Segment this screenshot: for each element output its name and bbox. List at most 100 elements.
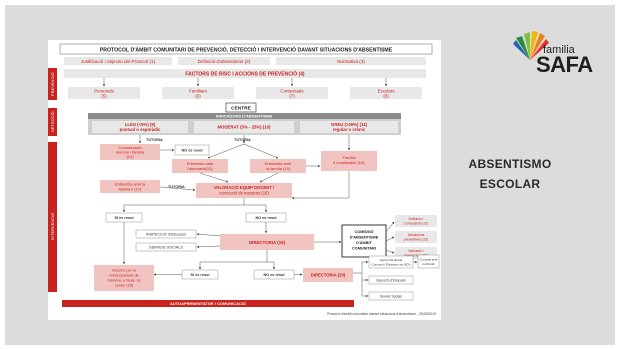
comissio-definicio-box <box>395 215 437 227</box>
serveis-socials-label: SERVEIS SOCIALS <box>149 246 183 250</box>
tutoria-label-3: TUTORIA <box>168 185 185 189</box>
factor-escolars-box <box>350 87 422 99</box>
directoria-20-box <box>303 268 353 282</box>
level-lleu-line2: puntual o esporàdic <box>120 127 161 132</box>
factors-title: FACTORS DE RISC I ACCIONS DE PREVENCIÓ (… <box>185 70 305 78</box>
safa-logo: familia SAFA <box>506 26 602 84</box>
protocol-title: PROTOCOL D'ÀMBIT COMUNITARI DE PREVENCIÓ… <box>100 46 393 54</box>
si-es-resol-label-1: SI es resol <box>115 216 134 220</box>
comissio-actuacions-line1: Actuacions <box>408 233 425 237</box>
comunicacio-box <box>100 144 160 160</box>
entrevista-familia-box <box>250 159 306 173</box>
factor-familiars-box <box>162 87 234 99</box>
accions-line2: reincorporació de <box>109 274 138 278</box>
comissio-line4: COMUNITARI <box>352 247 376 251</box>
protocol-footer: Protocol d'àmbit comunitari davant situa… <box>327 312 436 316</box>
no-es-resol-label-2: NO es resol <box>255 216 276 220</box>
level-greu-line1: GREU (>25%) (11) <box>331 122 368 127</box>
entrevista-familia-line1: Entrevista amb <box>265 161 292 166</box>
centre-box <box>225 102 257 113</box>
comissio-line3: D'ÀMBIT <box>356 240 372 245</box>
autoaprenentatge-bar <box>62 300 354 307</box>
factor-familiars-label: Familiars <box>189 89 208 94</box>
protocol-title-box <box>59 43 433 55</box>
inspeccio-educacio-label: Inspecció d'Educació <box>376 278 406 282</box>
logo-safa-text: SAFA <box>536 52 593 77</box>
heading-line1: ABSENTISMO <box>468 157 552 171</box>
si-es-resol-label-2: SI es resol <box>191 273 210 277</box>
serveis-socials-2-box <box>368 291 414 301</box>
side-prevencio-label: PREVENCIÓ <box>50 72 55 96</box>
comissio-definicio-line1: Definició / <box>409 217 424 221</box>
factor-contextuals-num: (7) <box>289 94 295 99</box>
comissio-valoracio-line2: Intervenció (23) <box>404 254 428 258</box>
side-deteccio-bar <box>48 108 57 136</box>
indicadors-label: INDICADORS D'ABSENTISME <box>216 114 273 119</box>
valoracio-box <box>196 183 292 198</box>
familia-localitzable-line1: Família <box>342 155 356 160</box>
accions-box <box>94 265 154 291</box>
definicio-box <box>178 57 270 65</box>
no-es-resol-label-1: NO es resol <box>181 149 202 153</box>
side-deteccio-label: DETECCIÓ <box>50 111 55 132</box>
comunicacio-line2: alumne i família <box>116 150 145 155</box>
factor-escolars-label: Escolars <box>378 89 396 94</box>
flowchart-canvas: PROTOCOL D'ÀMBIT COMUNITARI DE PREVENCIÓ… <box>48 43 440 316</box>
logo-fan-icon <box>513 31 549 60</box>
normativa-label: Normativa (3) <box>337 59 365 64</box>
accions-line3: l'alumne a l'aula i al <box>108 279 141 283</box>
factor-personals-label: Personals <box>94 89 114 94</box>
entrevista-familia2-line1: Entrevista amb la <box>115 182 146 187</box>
slide-heading: ABSENTISMO ESCOLAR <box>448 154 572 194</box>
entrevista-alumne-line2: l'alumne/a(13) <box>187 166 213 171</box>
comissio-actuacions-line2: preventives (22) <box>404 238 428 242</box>
justificacio-box <box>64 57 172 65</box>
level-lleu-box <box>92 121 188 133</box>
entrevista-familia2-box <box>100 180 160 193</box>
comissio-line1: COMISSIÓ <box>355 229 374 234</box>
factor-personals-num: (5) <box>101 94 107 99</box>
consulta-dgaia-box <box>417 254 440 269</box>
factors-box <box>64 69 426 78</box>
normativa-box <box>276 57 426 65</box>
entrevista-familia2-line2: família II (17) <box>119 187 142 192</box>
entrevista-familia-line2: la família (14) <box>266 166 291 171</box>
servei-territorial-line1: Servei Territorial <box>380 258 403 262</box>
level-moderat-box <box>194 121 294 133</box>
side-intervencio-label: INTERVENCIÓ <box>50 213 55 240</box>
entrevista-alumne-line1: Entrevista amb <box>187 161 214 166</box>
familia-localitzable-box <box>321 151 377 171</box>
valoracio-line1: VALORACIÓ EQUIP DOCENT / <box>214 185 275 190</box>
consulta-dgaia-line1: Consulta amb <box>420 258 438 262</box>
justificacio-label: Justificació i objectiu del Protocol (1) <box>81 59 156 64</box>
side-prevencio-bar <box>48 68 57 100</box>
factor-personals-box <box>68 87 140 99</box>
servei-territorial-line2: Consorci i Educació de BCN <box>371 263 410 267</box>
tutoria-label-2: TUTORIA <box>234 138 251 142</box>
no-es-resol-label-3: NO es resol <box>263 273 284 277</box>
level-greu-box <box>300 121 398 133</box>
entrevista-alumne-box <box>172 159 228 173</box>
centre-label: CENTRE <box>231 106 252 112</box>
factor-familiars-num: (6) <box>195 94 201 99</box>
familia-localitzable-line2: il·localitzable (15) <box>333 160 365 165</box>
inspeccio-box <box>135 229 197 239</box>
comissio-definicio-line2: Composició (21) <box>404 222 429 226</box>
level-lleu-line1: LLEU (<5%) (9) <box>125 122 156 127</box>
comissio-line2: D'ABSENTISME <box>350 236 379 240</box>
comissio-actuacions-box <box>395 231 437 243</box>
serveis-socials-box <box>135 242 197 252</box>
comunicacio-line3: (12) <box>126 154 134 159</box>
factor-escolars-num: (8) <box>383 94 389 99</box>
directoria-20-label: DIRECTORIA (20) <box>311 273 346 278</box>
accions-line4: centre (18) <box>115 284 134 288</box>
directoria-19-label: DIRECTORIA (19) <box>249 240 286 245</box>
inspeccio-label: INSPECCIÓ d'Educació <box>146 232 186 237</box>
tutoria-label-1: TUTORIA <box>146 138 163 142</box>
autoaprenentatge-label: AUTOAPRENENTATGE / COMUNICACIÓ <box>170 301 246 306</box>
level-moderat-line1: MODERAT (5% - 25%) (10) <box>218 125 271 130</box>
definicio-label: Definició d'absentisme (2) <box>198 59 251 64</box>
factor-contextuals-box <box>256 87 328 99</box>
indicadors-bar <box>88 113 401 119</box>
comissio-valoracio-line1: Valoració / <box>408 249 424 253</box>
